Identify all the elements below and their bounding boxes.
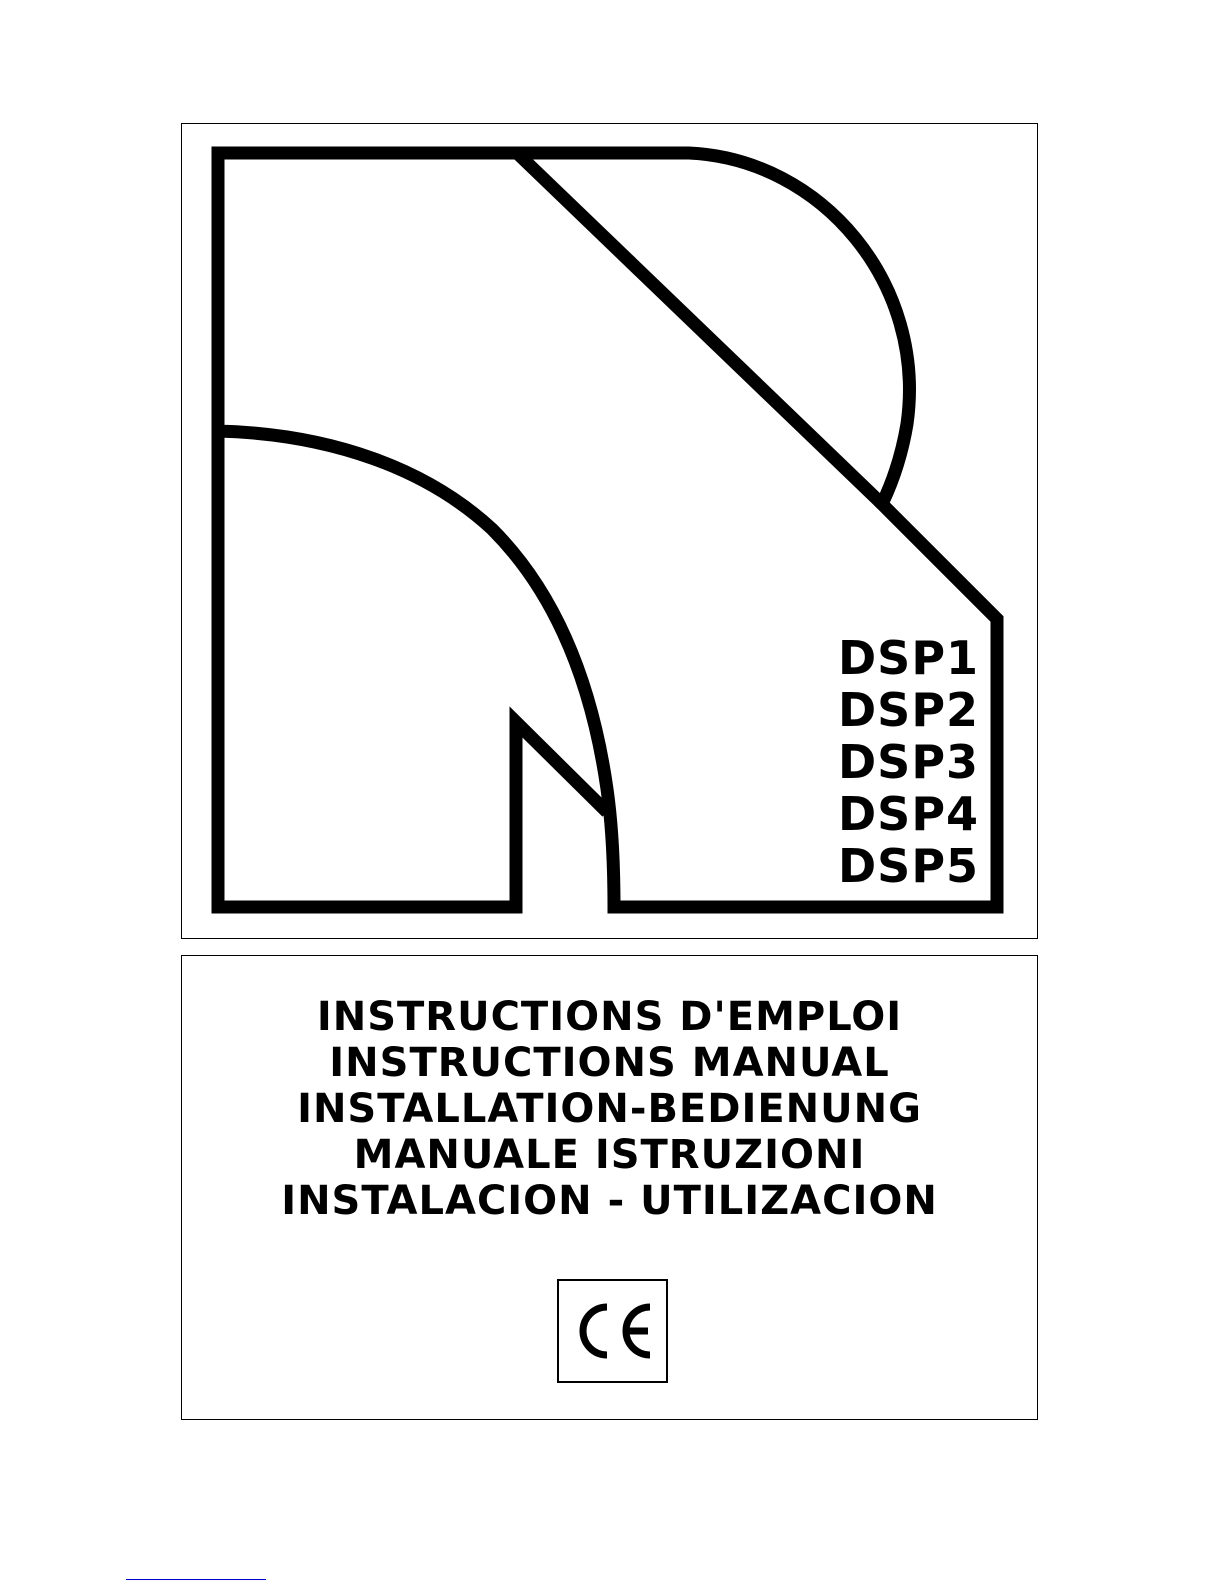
model-name: DSP1 — [838, 632, 979, 684]
manual-title-line: MANUALE ISTRUZIONI — [182, 1132, 1037, 1178]
manual-title-line: INSTALLATION-BEDIENUNG — [182, 1086, 1037, 1132]
manual-title-line: INSTALACION - UTILIZACION — [182, 1178, 1037, 1224]
ce-mark-icon — [557, 1279, 668, 1383]
model-name: DSP2 — [838, 684, 979, 736]
manual-title-list: INSTRUCTIONS D'EMPLOI INSTRUCTIONS MANUA… — [182, 994, 1037, 1224]
model-name: DSP4 — [838, 788, 979, 840]
model-list: DSP1 DSP2 DSP3 DSP4 DSP5 — [838, 632, 979, 892]
title-panel: INSTRUCTIONS D'EMPLOI INSTRUCTIONS MANUA… — [181, 955, 1038, 1420]
manual-title-line: INSTRUCTIONS D'EMPLOI — [182, 994, 1037, 1040]
model-name: DSP5 — [838, 840, 979, 892]
ce-mark-glyph-icon — [570, 1300, 656, 1362]
footer-link-underline[interactable] — [126, 1579, 266, 1580]
logo-panel: DSP1 DSP2 DSP3 DSP4 DSP5 — [181, 123, 1038, 939]
manual-title-line: INSTRUCTIONS MANUAL — [182, 1040, 1037, 1086]
model-name: DSP3 — [838, 736, 979, 788]
